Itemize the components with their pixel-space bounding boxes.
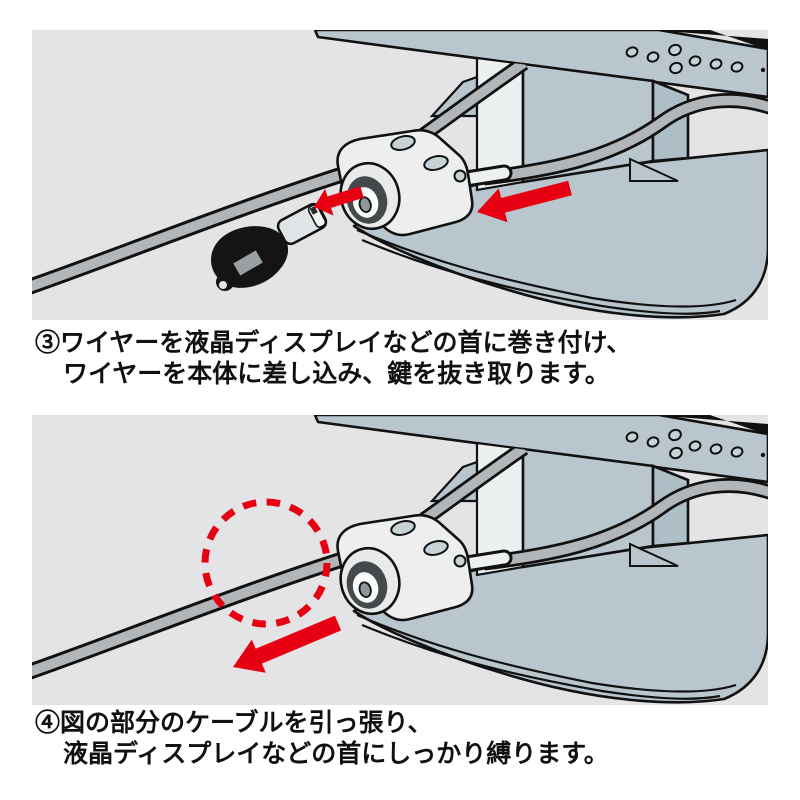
key-icon	[211, 202, 328, 291]
step4-line1: ④図の部分のケーブルを引っ張り、	[35, 709, 433, 737]
step3-illustration	[32, 30, 768, 320]
step3-line2: ワイヤーを本体に差し込み、鍵を抜き取ります。	[63, 360, 610, 388]
step3-caption: ③ワイヤーを液晶ディスプレイなどの首に巻き付け、 ワイヤーを本体に差し込み、鍵を…	[35, 328, 631, 390]
step4-illustration	[32, 415, 768, 705]
insert-wire-arrow-icon	[477, 180, 572, 223]
cable-highlight-circle-icon	[201, 498, 331, 628]
pull-cable-arrow-icon	[233, 615, 342, 673]
remove-key-arrow-icon	[314, 186, 364, 216]
step4-line2: 液晶ディスプレイなどの首にしっかり縛ります。	[63, 740, 609, 768]
step3-line1: ③ワイヤーを液晶ディスプレイなどの首に巻き付け、	[35, 329, 632, 357]
step4-caption: ④図の部分のケーブルを引っ張り、 液晶ディスプレイなどの首にしっかり縛ります。	[35, 708, 609, 770]
